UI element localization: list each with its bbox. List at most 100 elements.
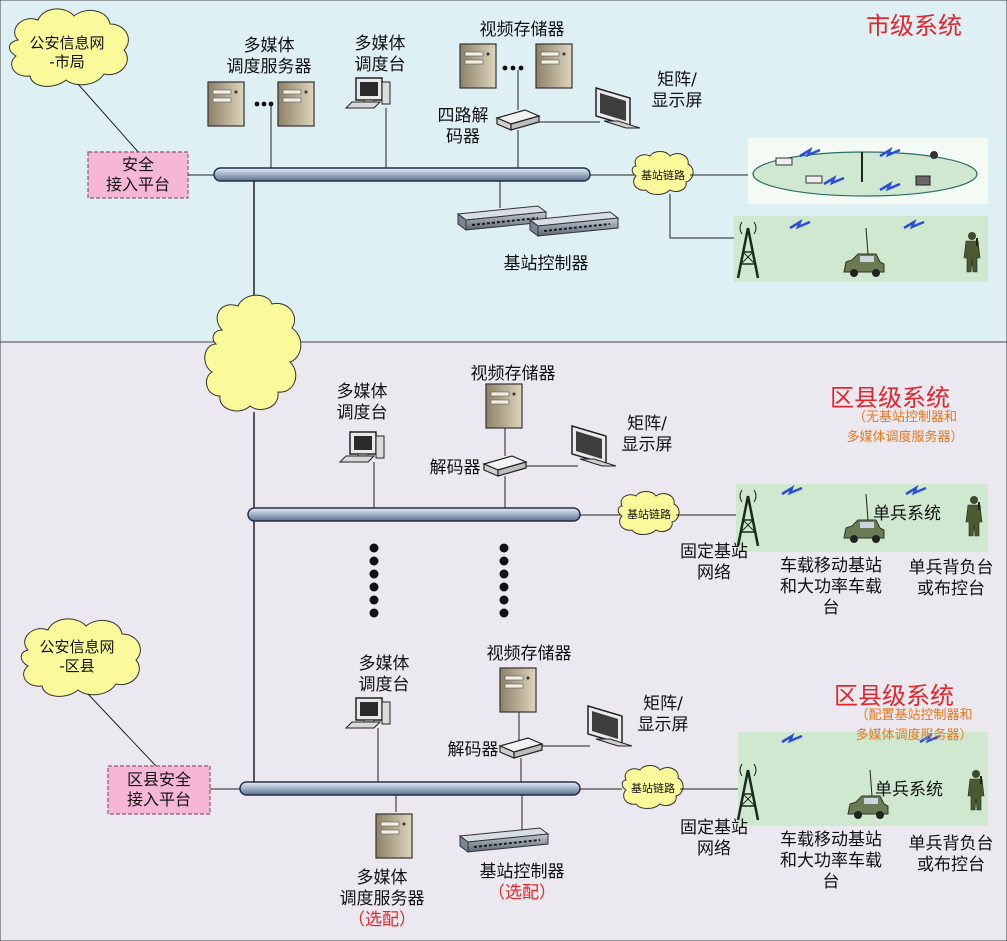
text-line: 矩阵/ (643, 694, 683, 714)
server-icon (207, 81, 245, 127)
city-cloud-label: 公安信息网 -市局 (22, 34, 112, 72)
text-line: 调度服务器 (226, 57, 312, 77)
text-line: （配置基站控制器和 (855, 708, 973, 723)
device-icon (915, 175, 931, 186)
district-b-title: 区县级系统 (834, 682, 954, 710)
bs-link-cloud (631, 151, 694, 195)
district-cloud-label: 公安信息网 -区县 (30, 638, 124, 676)
soldier-radio-label: 单兵背负台 或布控台 (898, 558, 1004, 600)
district-a-note: （无基站控制器和 多媒体调度服务器） (820, 408, 990, 448)
decoder-label: 四路解 码器 (428, 106, 498, 148)
text-line: 矩阵/ (657, 70, 697, 90)
text-line: 和大功率车载 (780, 851, 882, 871)
text-line: 码器 (446, 127, 480, 147)
text-line: -市局 (49, 53, 85, 71)
police-info-net-district-cloud (20, 618, 141, 697)
server-icon (375, 813, 413, 859)
text-line: 多媒体 (356, 868, 408, 888)
district-a-title: 区县级系统 (830, 384, 950, 412)
dispatch-console-label: 多媒体 调度台 (342, 654, 426, 696)
text-line: 车载移动基站 (780, 556, 882, 576)
text-line: 多媒体 (358, 654, 410, 674)
text-line: 区县安全 (126, 770, 191, 789)
link-line (87, 693, 157, 767)
storage-server-icon (459, 43, 497, 89)
text-line: 固定基站 (680, 542, 748, 562)
car-icon (805, 175, 823, 184)
video-storage-label: 视频存储器 (486, 644, 572, 664)
text-line: 或布控台 (917, 579, 985, 599)
text-line: 台 (822, 598, 840, 618)
soldier-system-label: 单兵系统 (875, 780, 943, 800)
fixed-net-label: 固定基站 网络 (668, 542, 760, 584)
text-line: 调度台 (336, 403, 388, 423)
link-line (77, 83, 141, 155)
matrix-label: 矩阵/ 显示屏 (626, 694, 700, 736)
text-line: 车载移动基站 (780, 830, 882, 850)
bs-link-label: 基站链路 (631, 782, 675, 795)
text-line: 多媒体 (243, 36, 295, 56)
dispatch-server-label: 多媒体 调度服务器 (214, 36, 324, 78)
bs-controller-label: 基站控制器 (503, 254, 589, 274)
dot-icon (261, 101, 267, 107)
text-line: 显示屏 (621, 435, 673, 455)
text-line: 公安信息网 (39, 638, 115, 656)
city-bus (213, 167, 591, 182)
district-b-note: （配置基站控制器和 多媒体调度服务器） (826, 706, 1002, 746)
storage-server-icon (499, 667, 537, 713)
text-line: 四路解 (437, 106, 489, 126)
text-line: 网络 (697, 839, 731, 859)
bs-link-label: 基站链路 (641, 169, 685, 182)
text-line: 多媒体调度服务器） (846, 430, 964, 445)
district-a-bus (247, 507, 581, 522)
text-line: -区县 (59, 657, 95, 675)
decoder-label: 解码器 (447, 740, 499, 760)
wireless-strip-a (736, 484, 988, 552)
text-line: 调度台 (358, 675, 410, 695)
video-storage-label: 视频存储器 (470, 364, 556, 384)
text-line: （无基站控制器和 (852, 410, 957, 425)
dispatch-console-label: 多媒体 调度台 (320, 382, 404, 424)
city-system-title: 市级系统 (866, 12, 962, 40)
police-info-net-city-cloud (9, 8, 129, 87)
dot-icon (502, 65, 508, 71)
dispatch-console-label: 多媒体 调度台 (336, 34, 424, 76)
text-line: 多媒体 (336, 382, 388, 402)
text-line: 单兵背负台 (908, 834, 994, 854)
text-line: 接入平台 (126, 790, 191, 809)
text-line: 调度台 (354, 55, 406, 75)
person-icon (930, 151, 938, 159)
district-access-box (107, 765, 211, 815)
car-icon (775, 157, 793, 166)
text-line: 网络 (697, 563, 731, 583)
optional-tag: （选配） (348, 910, 416, 930)
fixed-net-label: 固定基站 网络 (668, 818, 760, 860)
vehicle-bs-label: 车载移动基站 和大功率车载 台 (766, 556, 896, 619)
text-line: 多媒体调度服务器） (855, 728, 973, 743)
text-line: 和大功率车载 (780, 577, 882, 597)
dot-icon (254, 101, 260, 107)
text-line: 基站控制器 (479, 862, 565, 882)
text-line: 接入平台 (105, 175, 170, 194)
optional-tag: （选配） (488, 883, 556, 903)
text-line: 单兵背负台 (908, 558, 994, 578)
bs-link-label: 基站链路 (627, 508, 671, 521)
text-line: 显示屏 (651, 91, 703, 111)
dispatch-server-label: 多媒体 调度服务器 （选配） (320, 868, 444, 931)
decoder-label: 解码器 (429, 458, 481, 478)
text-line: 安全 (121, 155, 154, 174)
text-line: 固定基站 (680, 818, 748, 838)
soldier-radio-label: 单兵背负台 或布控台 (898, 834, 1004, 876)
dot-icon (518, 65, 524, 71)
storage-server-icon (535, 43, 573, 89)
district-b-bus (239, 781, 581, 796)
link-line (669, 194, 734, 239)
soldier-system-label: 单兵系统 (873, 504, 941, 524)
district-access-label: 区县安全 接入平台 (108, 770, 210, 810)
text-line: 显示屏 (637, 715, 689, 735)
text-line: 公安信息网 (29, 34, 105, 52)
vehicle-bs-label: 车载移动基站 和大功率车载 台 (766, 830, 896, 893)
text-line: 台 (822, 872, 840, 892)
storage-server-icon (485, 383, 523, 429)
